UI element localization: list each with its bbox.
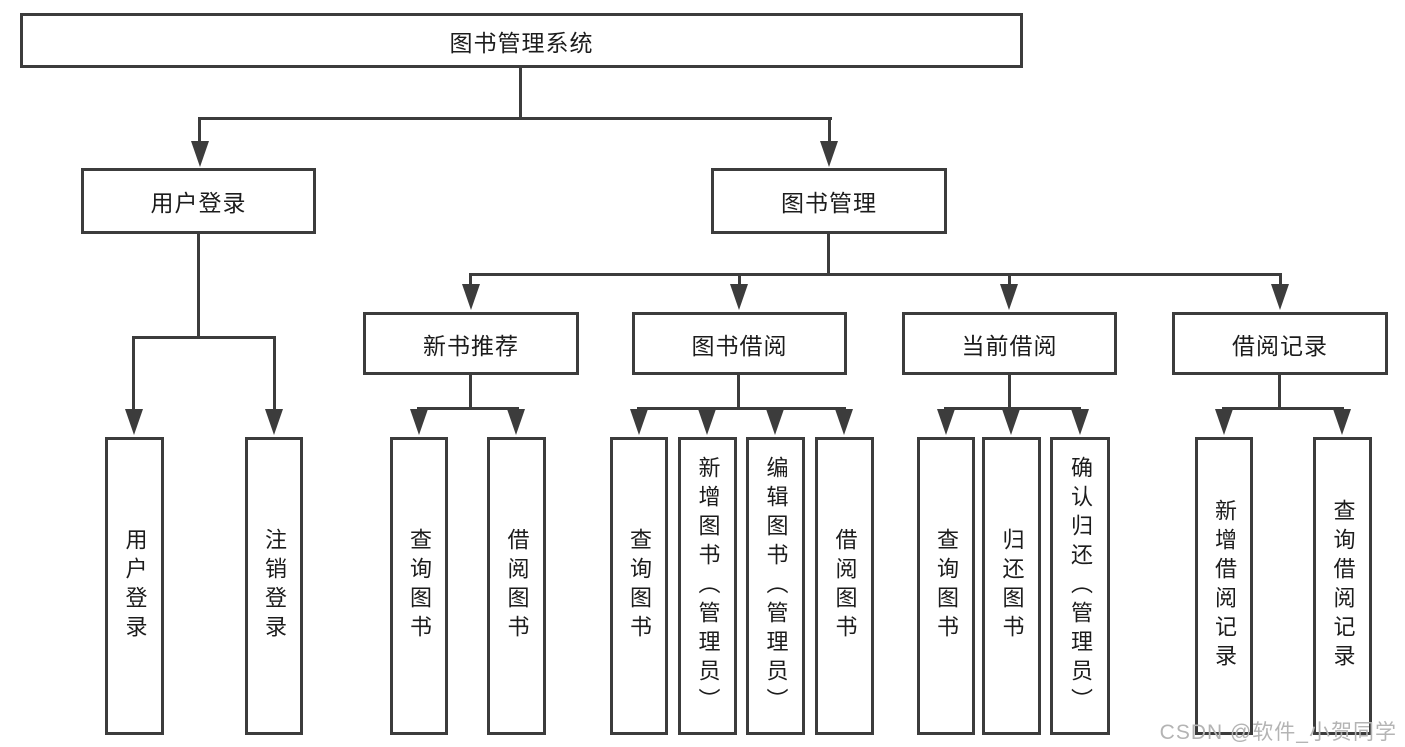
connector-line [198,117,201,145]
connector-line [827,234,830,276]
arrow-down-icon [1000,284,1018,310]
leaf-user-login: 用户登录 [105,437,164,735]
node-new-book-recommend: 新书推荐 [363,312,579,375]
leaf-query-books-current: 查询图书 [917,437,975,735]
arrow-down-icon [937,409,955,435]
leaf-add-borrow-record: 新增借阅记录 [1195,437,1253,735]
leaf-query-borrow-record: 查询借阅记录 [1313,437,1372,735]
node-book-borrow: 图书借阅 [632,312,847,375]
connector-line [132,336,276,339]
arrow-down-icon [462,284,480,310]
arrow-down-icon [835,409,853,435]
arrow-down-icon [191,141,209,167]
connector-line [737,375,740,409]
leaf-query-books-borrow: 查询图书 [610,437,668,735]
connector-line [469,273,472,290]
node-user-login-branch: 用户登录 [81,168,316,234]
connector-line [132,336,135,412]
connector-line [1278,375,1281,409]
arrow-down-icon [410,409,428,435]
leaf-query-books-recommend: 查询图书 [390,437,448,735]
connector-line [469,375,472,409]
connector-line [198,117,832,120]
arrow-down-icon [507,409,525,435]
leaf-logout: 注销登录 [245,437,303,735]
leaf-borrow-books: 借阅图书 [815,437,874,735]
arrow-down-icon [820,141,838,167]
arrow-down-icon [730,284,748,310]
leaf-edit-books-admin: 编辑图书（管理员） [746,437,805,735]
arrow-down-icon [630,409,648,435]
leaf-return-books: 归还图书 [982,437,1041,735]
connector-line [637,407,846,410]
leaf-borrow-books-recommend: 借阅图书 [487,437,546,735]
connector-line [1222,407,1344,410]
arrow-down-icon [1271,284,1289,310]
arrow-down-icon [1215,409,1233,435]
node-book-management-branch: 图书管理 [711,168,947,234]
arrow-down-icon [125,409,143,435]
connector-line [828,117,831,145]
connector-line [197,234,200,339]
arrow-down-icon [265,409,283,435]
connector-line [417,407,519,410]
connector-line [1008,375,1011,409]
connector-line [1008,273,1011,290]
leaf-confirm-return-admin: 确认归还（管理员） [1050,437,1110,735]
arrow-down-icon [766,409,784,435]
connector-line [519,67,522,120]
connector-line [1279,273,1282,290]
arrow-down-icon [1002,409,1020,435]
connector-line [273,336,276,412]
node-root-system: 图书管理系统 [20,13,1023,68]
node-current-borrow: 当前借阅 [902,312,1117,375]
connector-line [944,407,1081,410]
connector-line [738,273,741,290]
arrow-down-icon [1071,409,1089,435]
node-borrow-record: 借阅记录 [1172,312,1388,375]
arrow-down-icon [698,409,716,435]
connector-line [469,273,1282,276]
csdn-watermark: CSDN @软件_小贺同学 [1159,721,1397,744]
leaf-add-books-admin: 新增图书（管理员） [678,437,737,735]
arrow-down-icon [1333,409,1351,435]
